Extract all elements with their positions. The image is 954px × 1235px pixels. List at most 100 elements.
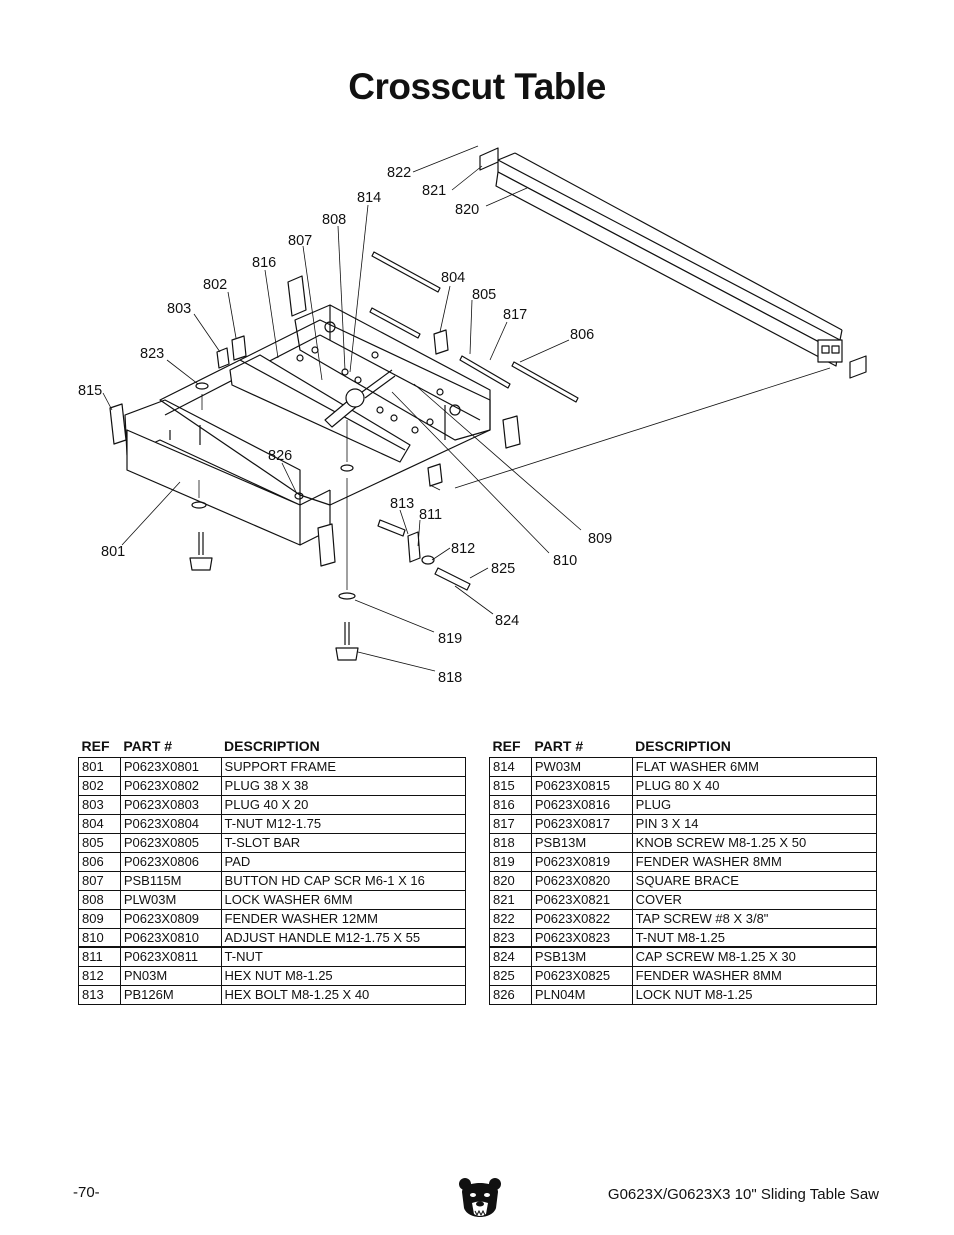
part-cell: P0623X0822 xyxy=(530,908,633,929)
ref-cell: 814 xyxy=(489,756,532,777)
desc-cell: T-NUT xyxy=(220,946,467,967)
header-ref: REF xyxy=(81,737,110,754)
desc-cell: BUTTON HD CAP SCR M6-1 X 16 xyxy=(220,870,467,891)
desc-cell: PAD xyxy=(220,851,467,872)
callout-821: 821 xyxy=(422,183,446,199)
header-ref: REF xyxy=(492,737,521,754)
desc-cell: T-NUT M12-1.75 xyxy=(220,813,467,834)
desc-cell: FLAT WASHER 6MM xyxy=(631,756,878,777)
callout-813: 813 xyxy=(390,496,414,512)
desc-cell: PLUG 80 X 40 xyxy=(631,775,878,796)
ref-cell: 809 xyxy=(78,908,121,929)
part-cell: P0623X0803 xyxy=(119,794,222,815)
header-part: PART # xyxy=(123,737,173,754)
part-cell: PSB115M xyxy=(119,870,222,891)
desc-cell: T-SLOT BAR xyxy=(220,832,467,853)
callout-810: 810 xyxy=(553,553,577,569)
bear-logo-icon xyxy=(459,1178,501,1217)
part-cell: P0623X0801 xyxy=(119,756,222,777)
ref-cell: 810 xyxy=(78,927,121,948)
part-cell: P0623X0819 xyxy=(530,851,633,872)
part-cell: PN03M xyxy=(119,965,222,986)
callout-820: 820 xyxy=(455,202,479,218)
desc-cell: CAP SCREW M8-1.25 X 30 xyxy=(631,946,878,967)
ref-cell: 813 xyxy=(78,984,121,1005)
model-footer: G0623X/G0623X3 10" Sliding Table Saw xyxy=(607,1186,879,1203)
desc-cell: TAP SCREW #8 X 3/8" xyxy=(631,908,878,929)
part-cell: P0623X0817 xyxy=(530,813,633,834)
ref-cell: 817 xyxy=(489,813,532,834)
ref-cell: 801 xyxy=(78,756,121,777)
ref-cell: 806 xyxy=(78,851,121,872)
callout-802: 802 xyxy=(203,277,227,293)
desc-cell: PIN 3 X 14 xyxy=(631,813,878,834)
exploded-parts-diagram: 822 821 820 814 808 807 816 802 803 804 … xyxy=(0,130,954,700)
ref-cell: 804 xyxy=(78,813,121,834)
desc-cell: LOCK WASHER 6MM xyxy=(220,889,467,910)
part-cell: PSB13M xyxy=(530,946,633,967)
part-cell: P0623X0809 xyxy=(119,908,222,929)
header-description: DESCRIPTION xyxy=(224,737,320,754)
part-cell: P0623X0806 xyxy=(119,851,222,872)
callout-811: 811 xyxy=(419,507,442,523)
desc-cell: FENDER WASHER 8MM xyxy=(631,965,878,986)
desc-cell: PLUG xyxy=(631,794,878,815)
desc-cell: ADJUST HANDLE M12-1.75 X 55 xyxy=(220,927,467,948)
header-description: DESCRIPTION xyxy=(635,737,731,754)
callout-818: 818 xyxy=(438,670,462,686)
ref-cell: 826 xyxy=(489,984,532,1005)
callout-817: 817 xyxy=(503,307,527,323)
ref-cell: 816 xyxy=(489,794,532,815)
page-title: Crosscut Table xyxy=(348,66,606,107)
ref-cell: 808 xyxy=(78,889,121,910)
desc-cell: T-NUT M8-1.25 xyxy=(631,927,878,948)
callout-816: 816 xyxy=(252,255,276,271)
ref-cell: 822 xyxy=(489,908,532,929)
part-cell: P0623X0821 xyxy=(530,889,633,910)
ref-cell: 825 xyxy=(489,965,532,986)
desc-cell: FENDER WASHER 8MM xyxy=(631,851,878,872)
callout-801: 801 xyxy=(101,544,125,560)
ref-cell: 812 xyxy=(78,965,121,986)
callout-822: 822 xyxy=(387,165,411,181)
part-cell: PW03M xyxy=(530,756,633,777)
page-number: -70- xyxy=(73,1184,100,1201)
desc-cell: PLUG 40 X 20 xyxy=(220,794,467,815)
ref-cell: 802 xyxy=(78,775,121,796)
callout-826: 826 xyxy=(268,448,292,464)
part-cell: PSB13M xyxy=(530,832,633,853)
callout-815: 815 xyxy=(78,383,102,399)
part-cell: P0623X0820 xyxy=(530,870,633,891)
ref-cell: 805 xyxy=(78,832,121,853)
part-cell: P0623X0804 xyxy=(119,813,222,834)
callout-804: 804 xyxy=(441,270,465,286)
desc-cell: COVER xyxy=(631,889,878,910)
part-cell: P0623X0816 xyxy=(530,794,633,815)
part-cell: P0623X0802 xyxy=(119,775,222,796)
ref-cell: 821 xyxy=(489,889,532,910)
ref-cell: 823 xyxy=(489,927,532,948)
callout-803: 803 xyxy=(167,301,191,317)
callout-825: 825 xyxy=(491,561,515,577)
callout-809: 809 xyxy=(588,531,612,547)
part-cell: PB126M xyxy=(119,984,222,1005)
